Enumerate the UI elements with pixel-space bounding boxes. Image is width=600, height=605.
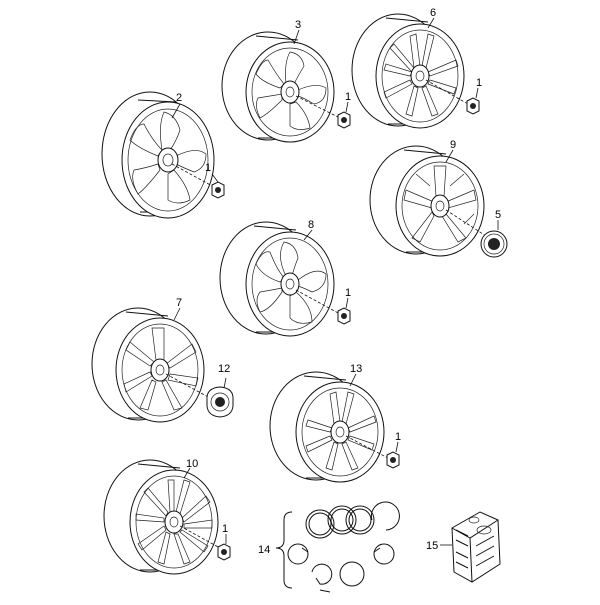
ring-set-icon [275, 501, 400, 593]
callout-3: 3 [295, 19, 301, 31]
wheel-7 [91, 307, 205, 423]
callout-14: 14 [258, 544, 270, 556]
callout-13: 13 [350, 363, 362, 375]
bolt-icon [337, 111, 351, 129]
callout-6: 6 [430, 7, 436, 19]
callout-5: 5 [495, 209, 501, 221]
callout-15: 15 [426, 540, 438, 552]
wheel-8 [219, 221, 335, 337]
wheel-2 [101, 91, 215, 219]
callout-8: 8 [308, 219, 314, 231]
callout-10-text: 10 [186, 458, 198, 470]
package-icon [451, 511, 501, 583]
callout-2: 2 [176, 92, 182, 104]
wheel-10 [103, 459, 219, 575]
bolt-icon [337, 307, 351, 325]
callout-7: 7 [176, 297, 182, 309]
wheel-13 [269, 371, 385, 483]
bolt-icon [466, 97, 480, 115]
callout-12: 12 [218, 363, 230, 375]
callout-1-w6: 1 [476, 77, 482, 89]
callout-9: 9 [450, 139, 456, 151]
callout-1-w10: 1 [222, 523, 228, 535]
callout-1-w13: 1 [395, 431, 401, 443]
center-cap-icon [206, 386, 234, 418]
center-cap-icon [480, 230, 508, 258]
callout-1-w2: 1 [205, 162, 211, 174]
bolt-icon [217, 543, 231, 561]
wheel-9 [369, 145, 485, 257]
callout-1-w8: 1 [345, 287, 351, 299]
callout-1-w3: 1 [345, 91, 351, 103]
bolt-icon [211, 181, 225, 199]
wheel-6 [351, 13, 465, 129]
wheel-3 [221, 31, 335, 143]
bolt-icon [386, 451, 400, 469]
